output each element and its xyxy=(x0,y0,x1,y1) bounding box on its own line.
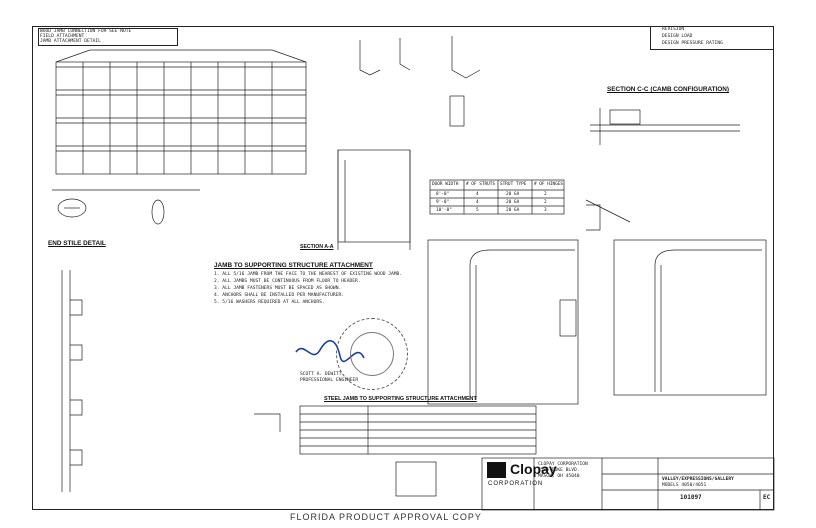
table-row-1-struts: 4 xyxy=(476,192,479,197)
header-line-1: WOOD JAMB CONNECTION FOR SEE NOTE xyxy=(40,29,132,34)
revision-code: EC xyxy=(763,494,771,501)
table-row-1-type: 20 GA xyxy=(506,192,520,197)
table-row-3-hinges: 3 xyxy=(544,208,547,213)
section-title-steel-jamb: STEEL JAMB TO SUPPORTING STRUCTURE ATTAC… xyxy=(324,396,477,402)
company-name: Clopay xyxy=(510,461,557,477)
company-subtitle: CORPORATION xyxy=(488,481,544,487)
engineer-seal xyxy=(336,318,408,390)
table-header-hinges: # OF HINGES xyxy=(534,182,564,187)
footer-text: FLORIDA PRODUCT APPROVAL COPY xyxy=(290,512,482,522)
header-line-2: FIELD ATTACHMENT xyxy=(40,34,85,39)
table-row-2-type: 20 GA xyxy=(506,200,520,205)
jamb-note-3: 3. ALL JAMB FASTENERS MUST BE SPACED AS … xyxy=(214,286,342,291)
product-model: MODELS 4050/4051 xyxy=(662,483,707,488)
header-block xyxy=(38,28,178,46)
company-address-1: CLOPAY CORPORATION xyxy=(538,462,588,467)
section-title-cc: SECTION C-C (CAMB CONFIGURATION) xyxy=(607,86,730,93)
company-address-3: MASON, OH 45040 xyxy=(538,474,580,479)
product-name: VALLEY/EXPRESSIONS/GALLERY xyxy=(662,477,734,482)
table-row-2-struts: 4 xyxy=(476,200,479,205)
company-address-2: 8585 DUKE BLVD. xyxy=(538,468,580,473)
engineer-title: PROFESSIONAL ENGINEER xyxy=(300,378,359,383)
section-title-aa: SECTION A-A xyxy=(300,244,334,250)
drawing-number: 101097 xyxy=(680,494,702,501)
jamb-note-4: 4. ANCHORS SHALL BE INSTALLED PER MANUFA… xyxy=(214,293,344,298)
drawing-sheet xyxy=(32,26,774,510)
header-line-3: JAMB ATTACHMENT DETAIL xyxy=(40,39,101,44)
revision-row-1: REVISION xyxy=(662,27,685,32)
jamb-note-2: 2. ALL JAMBS MUST BE CONTINUOUS FROM FLO… xyxy=(214,279,361,284)
table-row-1-width: 8'-0" xyxy=(436,192,450,197)
table-header-type: STRUT TYPE xyxy=(500,182,527,187)
table-row-1-hinges: 2 xyxy=(544,192,547,197)
section-title-jamb-attachment: JAMB TO SUPPORTING STRUCTURE ATTACHMENT xyxy=(214,262,373,269)
table-row-3-struts: 5 xyxy=(476,208,479,213)
engineer-name: SCOTT A. DEWITT xyxy=(300,372,342,377)
revision-row-2: DESIGN LOAD xyxy=(662,34,693,39)
table-row-3-width: 10'-0" xyxy=(436,208,452,213)
revision-block xyxy=(650,26,774,50)
clopay-logo-icon xyxy=(487,462,506,478)
table-row-2-width: 9'-0" xyxy=(436,200,450,205)
table-header-struts: # OF STRUTS xyxy=(466,182,496,187)
revision-row-3: DESIGN PRESSURE RATING xyxy=(662,41,723,46)
jamb-note-5: 5. 5/16 WASHERS REQUIRED AT ALL ANCHORS. xyxy=(214,300,325,305)
table-row-2-hinges: 2 xyxy=(544,200,547,205)
engineer-seal-inner xyxy=(350,332,394,376)
section-title-end-stile: END STILE DETAIL xyxy=(48,240,106,247)
table-header-width: DOOR WIDTH xyxy=(432,182,459,187)
jamb-note-1: 1. ALL 5/16 JAMB FROM THE FACE TO THE NE… xyxy=(214,272,403,277)
table-row-3-type: 20 GA xyxy=(506,208,520,213)
